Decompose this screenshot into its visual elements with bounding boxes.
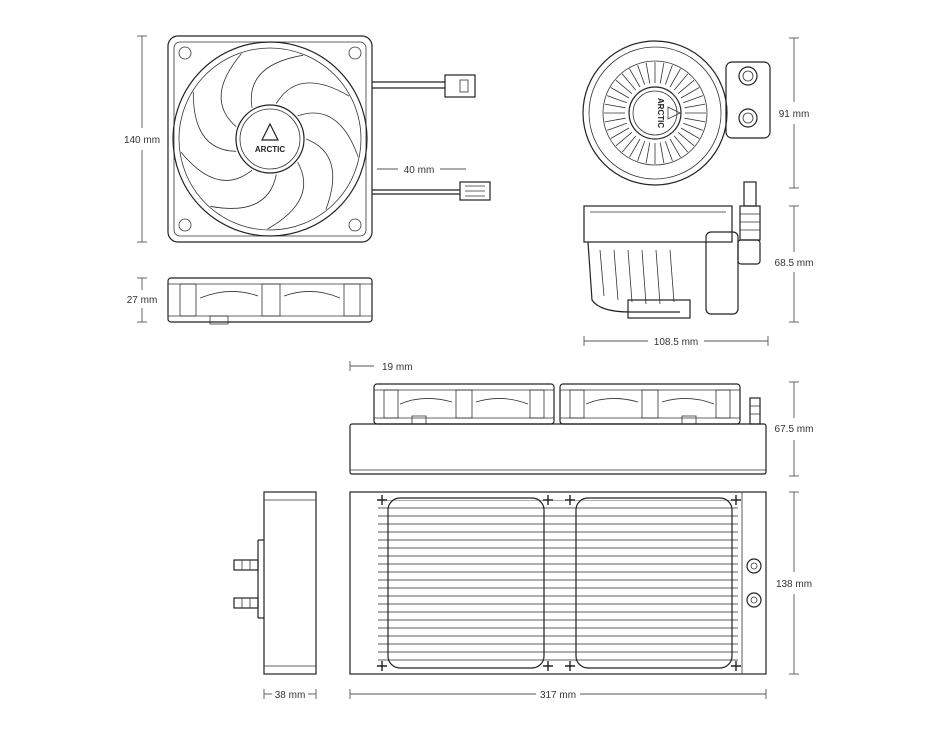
dim-fan-height: 140 mm <box>124 35 160 243</box>
pump-rib <box>615 79 633 95</box>
dim-fan-offset: 19 mm <box>349 361 413 373</box>
mounting-screws <box>377 495 741 671</box>
screw-mark <box>377 661 387 671</box>
pump-rib <box>677 131 695 147</box>
fan-blade <box>275 82 350 104</box>
fan-blade <box>297 112 359 158</box>
fan-blade <box>267 161 305 230</box>
pump-rib <box>659 142 665 164</box>
label-27mm: 27 mm <box>127 295 158 306</box>
pump-rib <box>621 73 637 91</box>
pump-rib <box>677 79 695 95</box>
arctic-logo: ARCTIC <box>255 122 285 154</box>
fan-cable-bottom <box>372 181 491 201</box>
screw-mark <box>565 661 575 671</box>
pump-side-view <box>583 181 761 319</box>
pump-rib <box>637 141 646 162</box>
dim-radiator-length: 317 mm <box>349 689 767 701</box>
fan-blade <box>220 53 242 128</box>
pump-top-view: ARCTIC <box>582 40 771 186</box>
radiator-front-view <box>349 491 767 675</box>
dim-pump-width: 108.5 mm <box>583 336 769 348</box>
label-40mm: 40 mm <box>404 165 435 176</box>
pump-rib <box>669 68 681 88</box>
pump-rib <box>615 131 633 147</box>
label-138mm: 138 mm <box>776 579 812 590</box>
pump-rib <box>629 138 641 158</box>
radiator-side-view <box>349 383 767 475</box>
label-38mm: 38 mm <box>275 690 306 701</box>
dim-fan-thickness: 27 mm <box>127 277 158 323</box>
pump-ribs <box>604 62 706 164</box>
fan-front-view: ARCTIC <box>167 35 373 243</box>
pump-rib <box>680 127 700 139</box>
label-108-5mm: 108.5 mm <box>654 337 698 348</box>
pump-arctic-logo: ARCTIC <box>656 98 681 128</box>
fan-blade <box>192 91 237 152</box>
pump-rib <box>683 122 704 131</box>
pump-rib <box>673 73 689 91</box>
pump-rib <box>606 95 627 104</box>
pump-logo-text: ARCTIC <box>656 98 665 128</box>
pump-rib <box>683 95 704 104</box>
fan-blade <box>180 151 253 181</box>
fan-cable-top <box>372 74 476 98</box>
pump-rib <box>610 127 630 139</box>
logo-text: ARCTIC <box>255 145 285 154</box>
dim-radiator-stack: 67.5 mm <box>775 381 814 477</box>
screw-mark <box>377 495 387 505</box>
label-19mm: 19 mm <box>382 362 413 373</box>
label-68-5mm: 68.5 mm <box>775 258 814 269</box>
dim-radiator-thickness: 38 mm <box>263 689 317 701</box>
dim-pump-height: 91 mm <box>779 37 810 189</box>
dim-pump-block-height: 68.5 mm <box>775 205 814 323</box>
pump-rib <box>664 64 673 85</box>
label-140mm: 140 mm <box>124 135 160 146</box>
screw-mark <box>543 495 553 505</box>
fan-blade <box>305 138 334 210</box>
fan-side-view <box>167 277 373 325</box>
pump-rib <box>604 103 626 109</box>
screw-mark <box>565 495 575 505</box>
screw-mark <box>543 661 553 671</box>
fan-blade <box>210 174 277 209</box>
pump-rib <box>680 87 700 99</box>
screw-mark <box>731 495 741 505</box>
pump-rib <box>606 122 627 131</box>
pump-rib <box>659 62 665 84</box>
pump-rib <box>673 135 689 153</box>
label-317mm: 317 mm <box>540 690 576 701</box>
screw-mark <box>731 661 741 671</box>
pump-rib <box>669 138 681 158</box>
pump-rib <box>610 87 630 99</box>
fan-blade <box>250 54 304 108</box>
pump-rib <box>684 103 706 109</box>
pump-rib <box>621 135 637 153</box>
pump-rib <box>637 64 646 85</box>
radiator-end-view <box>233 491 317 675</box>
dim-fan-cable: 40 mm <box>377 165 466 176</box>
pump-rib <box>604 117 626 123</box>
pump-rib <box>629 68 641 88</box>
label-67-5mm: 67.5 mm <box>775 424 814 435</box>
fan-blades <box>180 53 359 230</box>
pump-rib <box>645 62 651 84</box>
pump-rib <box>664 141 673 162</box>
label-91mm: 91 mm <box>779 109 810 120</box>
pump-rib <box>684 117 706 123</box>
dim-radiator-height: 138 mm <box>776 491 812 675</box>
pump-rib <box>645 142 651 164</box>
